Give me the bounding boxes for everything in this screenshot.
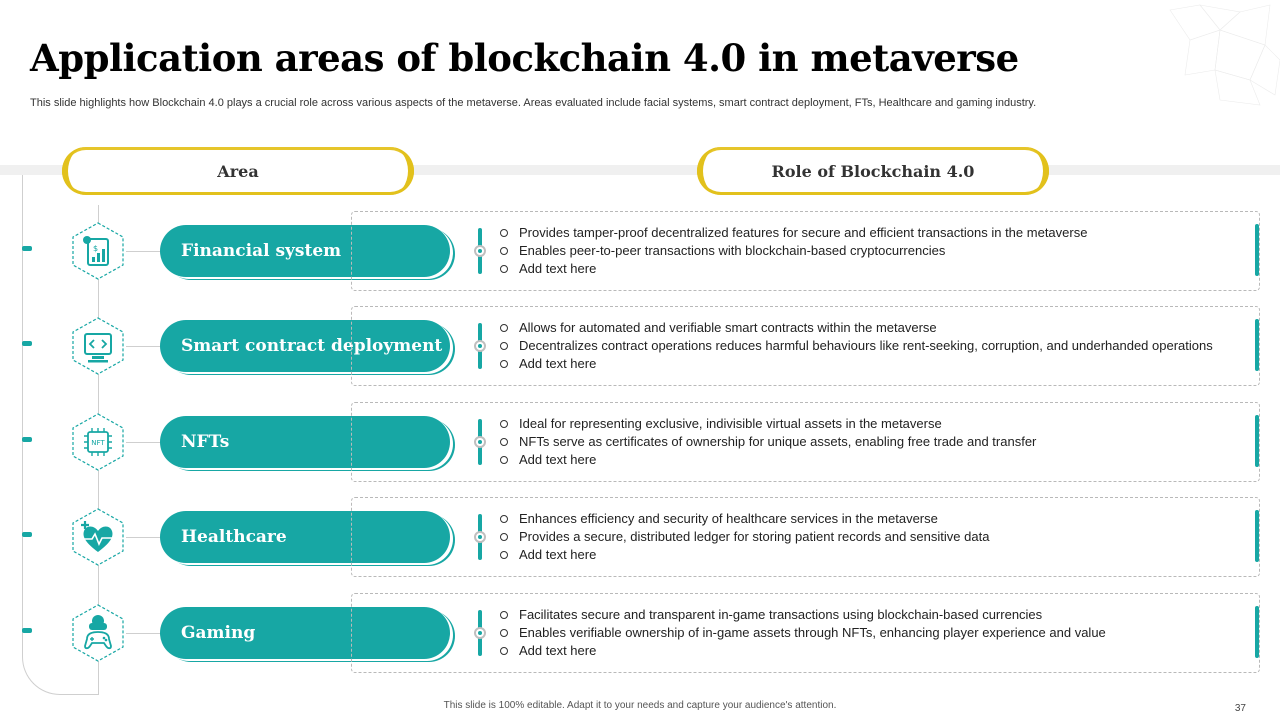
separator-dot (474, 340, 486, 352)
role-column-header: Role of Blockchain 4.0 (697, 147, 1049, 195)
right-accent-bar (1255, 606, 1259, 658)
area-header-label: Area (217, 161, 259, 181)
role-bullets: Enhances efficiency and security of heal… (500, 510, 989, 563)
heart-pulse-icon (68, 507, 128, 567)
timeline-tick (22, 341, 32, 346)
slide-subtitle: This slide highlights how Blockchain 4.0… (30, 97, 1037, 109)
right-accent-bar (1255, 319, 1259, 371)
vr-gamepad-icon (68, 603, 128, 663)
row-financial-system: $ Financial system Provides tamper-proof… (0, 211, 1280, 291)
timeline-line (22, 175, 98, 695)
row-connector (126, 537, 162, 538)
separator-dot (474, 531, 486, 543)
role-box (351, 593, 1260, 673)
role-bullets: Allows for automated and verifiable smar… (500, 319, 1213, 372)
role-bullets: Provides tamper-proof decentralized feat… (500, 224, 1087, 277)
bullet-item: Enables peer-to-peer transactions with b… (500, 242, 1087, 260)
area-label: NFTs (181, 432, 230, 452)
bullet-item: Add text here (500, 355, 1213, 373)
bullet-item: Enhances efficiency and security of heal… (500, 510, 989, 528)
bullet-item: Provides a secure, distributed ledger fo… (500, 528, 989, 546)
bullet-item: Add text here (500, 546, 989, 564)
row-smart-contract: Smart contract deployment Allows for aut… (0, 306, 1280, 386)
timeline-tick (22, 246, 32, 251)
timeline-tick (22, 437, 32, 442)
area-label: Healthcare (181, 527, 287, 547)
role-bullets: Ideal for representing exclusive, indivi… (500, 415, 1036, 468)
row-connector (126, 346, 162, 347)
role-box (351, 497, 1260, 577)
timeline-tick (22, 628, 32, 633)
page-number: 37 (1234, 703, 1246, 714)
area-pill-healthcare: Healthcare (160, 511, 450, 563)
bullet-item: Add text here (500, 451, 1036, 469)
row-connector (126, 633, 162, 634)
nft-chip-icon: NFT (68, 412, 128, 472)
header-band (0, 165, 1280, 175)
area-pill-nfts: NFTs (160, 416, 450, 468)
right-accent-bar (1255, 224, 1259, 276)
area-column-header: Area (62, 147, 414, 195)
row-connector (126, 251, 162, 252)
network-pattern-icon (1169, 4, 1280, 106)
svg-text:$: $ (93, 244, 98, 253)
row-healthcare: Healthcare Enhances efficiency and secur… (0, 497, 1280, 577)
right-accent-bar (1255, 415, 1259, 467)
role-box (351, 402, 1260, 482)
role-box (351, 306, 1260, 386)
bullet-item: Allows for automated and verifiable smar… (500, 319, 1213, 337)
slide-footer: This slide is 100% editable. Adapt it to… (443, 700, 837, 711)
separator-dot (474, 436, 486, 448)
area-label: Financial system (181, 241, 342, 261)
row-gaming: Gaming Facilitates secure and transparen… (0, 593, 1280, 673)
bullet-item: NFTs serve as certificates of ownership … (500, 433, 1036, 451)
bullet-item: Add text here (500, 260, 1087, 278)
area-pill-financial-system: Financial system (160, 225, 450, 277)
smart-contract-icon (68, 316, 128, 376)
bullet-item: Ideal for representing exclusive, indivi… (500, 415, 1036, 433)
nft-icon-label: NFT (91, 439, 105, 447)
role-bullets: Facilitates secure and transparent in-ga… (500, 606, 1106, 659)
bullet-item: Facilitates secure and transparent in-ga… (500, 606, 1106, 624)
bullet-item: Enables verifiable ownership of in-game … (500, 624, 1106, 642)
row-connector (126, 442, 162, 443)
separator-dot (474, 627, 486, 639)
area-label: Smart contract deployment (181, 336, 443, 356)
bullet-item: Decentralizes contract operations reduce… (500, 337, 1213, 355)
row-nfts: NFT NFTs Ideal for representing exclusiv… (0, 402, 1280, 482)
bullet-item: Provides tamper-proof decentralized feat… (500, 224, 1087, 242)
area-pill-gaming: Gaming (160, 607, 450, 659)
bullet-item: Add text here (500, 642, 1106, 660)
slide-title: Application areas of blockchain 4.0 in m… (30, 36, 1019, 80)
area-pill-smart-contract: Smart contract deployment (160, 320, 450, 372)
role-header-label: Role of Blockchain 4.0 (771, 161, 975, 181)
area-label: Gaming (181, 623, 256, 643)
separator-dot (474, 245, 486, 257)
right-accent-bar (1255, 510, 1259, 562)
timeline-tick (22, 532, 32, 537)
role-box (351, 211, 1260, 291)
finance-icon: $ (68, 221, 128, 281)
